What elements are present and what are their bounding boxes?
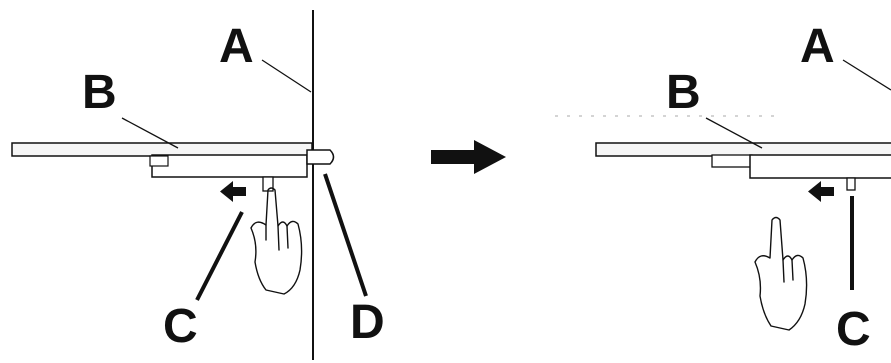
slide-end-cap bbox=[149, 155, 169, 167]
release-lever bbox=[846, 177, 856, 191]
leader-a bbox=[842, 59, 891, 91]
left-panel: A B C D bbox=[11, 10, 385, 360]
slide-end-cap bbox=[711, 154, 753, 168]
arrow-left-icon bbox=[220, 181, 246, 202]
label-d: D bbox=[350, 296, 385, 349]
label-b: B bbox=[82, 66, 117, 119]
label-a: A bbox=[800, 20, 835, 73]
slide-rail bbox=[11, 142, 313, 157]
release-latch bbox=[306, 149, 335, 165]
label-c: C bbox=[163, 300, 198, 353]
leader-b bbox=[121, 117, 179, 149]
leader-d bbox=[323, 173, 368, 297]
hand-pointing-up-icon bbox=[250, 187, 303, 295]
arrow-right-icon bbox=[431, 140, 506, 174]
leader-b bbox=[705, 117, 763, 149]
leader-a bbox=[261, 59, 312, 93]
slide-rail bbox=[595, 142, 891, 157]
release-lever bbox=[262, 176, 274, 192]
arrow-left-icon bbox=[808, 181, 834, 202]
right-panel: A B C bbox=[555, 20, 891, 356]
slide-inner-member bbox=[151, 154, 308, 178]
leader-c bbox=[195, 211, 244, 301]
slide-inner-member bbox=[749, 154, 891, 179]
hand-pointing-up-icon bbox=[754, 216, 808, 331]
label-a: A bbox=[219, 20, 254, 73]
label-c: C bbox=[836, 303, 871, 356]
label-b: B bbox=[666, 66, 701, 119]
